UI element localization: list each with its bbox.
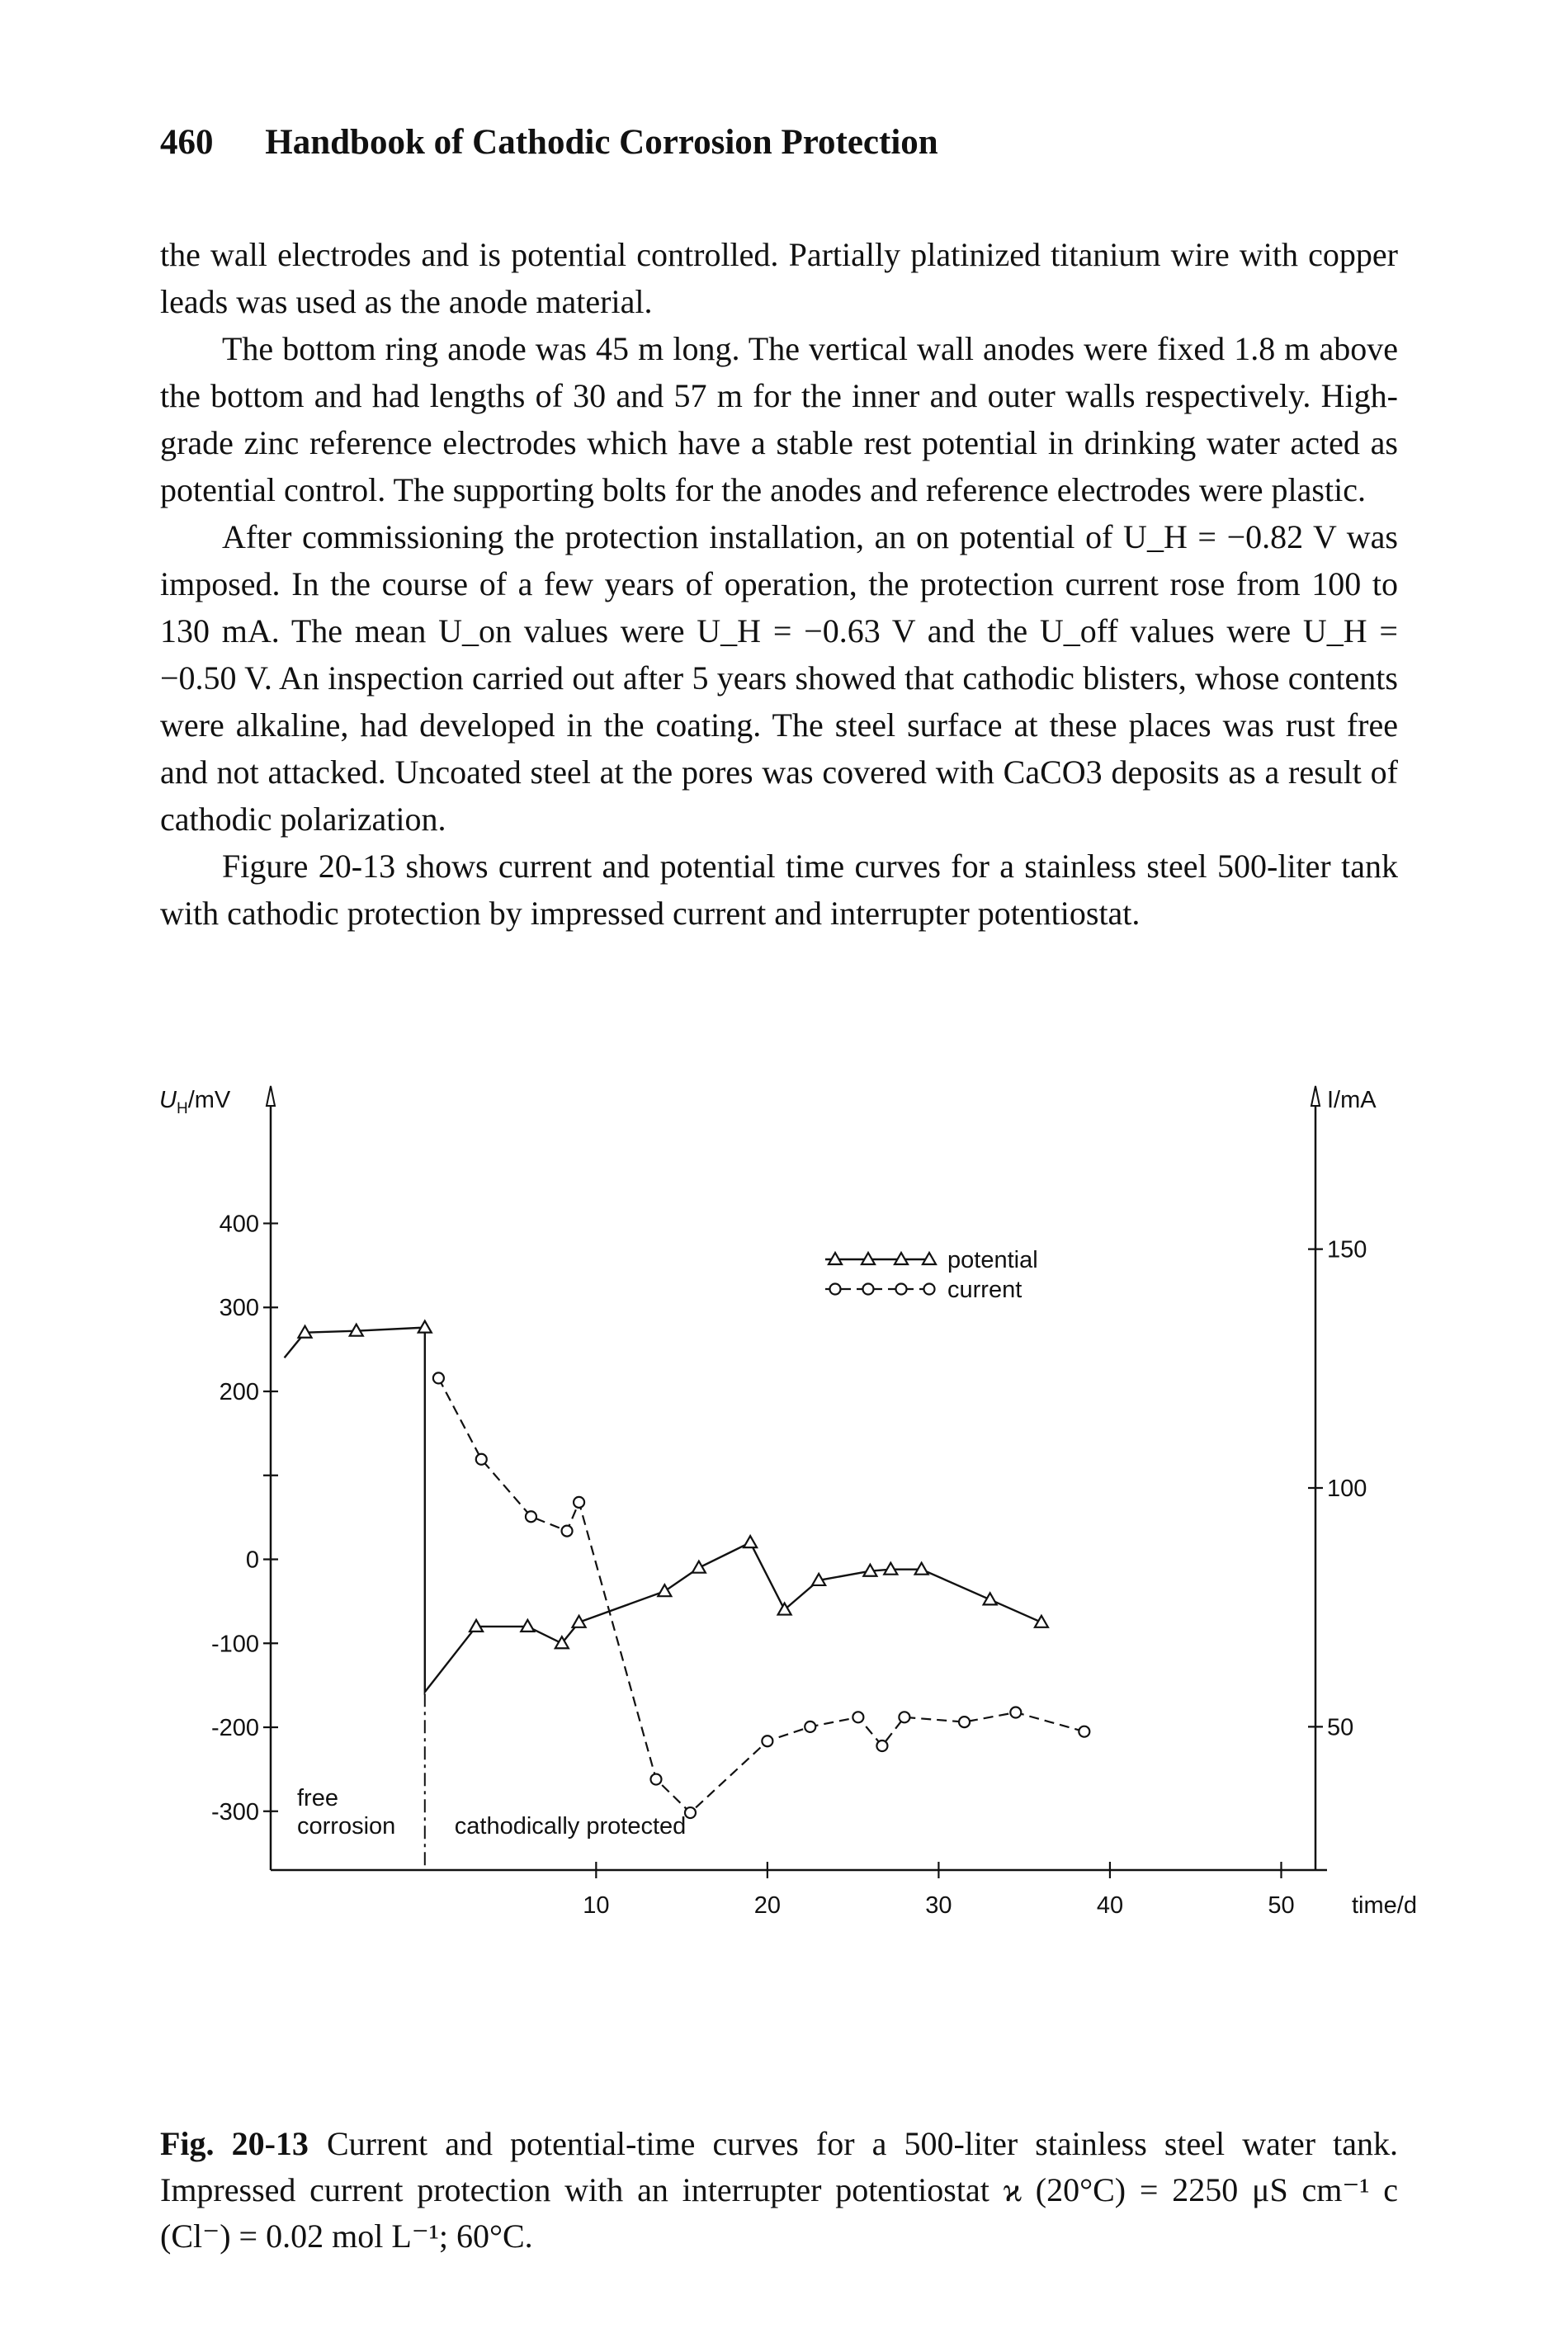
left-tick-label: 0 — [246, 1547, 259, 1573]
x-axis-title: time/d — [1352, 1892, 1417, 1919]
page-number: 460 — [160, 123, 214, 162]
right-tick-label: 100 — [1327, 1476, 1367, 1502]
region-label-free-2: corrosion — [297, 1813, 395, 1840]
current-marker — [1009, 1706, 1023, 1719]
left-tick-label: -300 — [211, 1799, 259, 1825]
potential-line — [283, 1326, 1042, 1695]
potential-marker — [347, 1322, 365, 1337]
left-tick-label: -200 — [211, 1715, 259, 1741]
potential-marker — [742, 1533, 759, 1549]
current-marker — [876, 1739, 889, 1753]
paragraph-4: Figure 20-13 shows current and potential… — [160, 848, 1398, 932]
right-axis-title: I/mA — [1327, 1087, 1377, 1113]
current-marker — [524, 1510, 538, 1523]
body-text: the wall electrodes and is potential con… — [160, 231, 1398, 937]
potential-marker — [468, 1618, 484, 1633]
left-tick-label: 400 — [220, 1211, 259, 1237]
left-tick-label: 200 — [220, 1379, 259, 1405]
current-line — [437, 1377, 1085, 1815]
x-tick-label: 30 — [925, 1892, 952, 1919]
right-tick-label: 150 — [1327, 1237, 1367, 1263]
potential-marker — [882, 1561, 900, 1575]
paragraph-1: the wall electrodes and is potential con… — [160, 236, 1398, 320]
paragraph-2: The bottom ring anode was 45 m long. The… — [160, 330, 1398, 508]
legend-potential-label: potential — [947, 1247, 1038, 1273]
current-marker — [761, 1735, 774, 1748]
current-marker — [649, 1773, 663, 1786]
current-marker — [957, 1715, 971, 1729]
running-header: 460 Handbook of Cathodic Corrosion Prote… — [160, 122, 938, 163]
region-label-protected: cathodically protected — [455, 1813, 687, 1840]
paragraph-3: After commissioning the protection insta… — [160, 518, 1398, 838]
potential-marker — [776, 1601, 793, 1616]
x-tick-label: 10 — [583, 1892, 609, 1919]
potential-marker — [296, 1324, 314, 1339]
current-marker — [475, 1452, 488, 1466]
legend-current-marker — [895, 1282, 908, 1296]
caption-label: Fig. 20-13 — [160, 2125, 309, 2162]
potential-marker — [913, 1561, 930, 1575]
current-marker — [572, 1495, 586, 1509]
legend-current-marker — [923, 1282, 936, 1296]
left-tick-label: -100 — [211, 1631, 259, 1657]
potential-marker — [416, 1319, 433, 1334]
current-marker — [852, 1711, 865, 1724]
current-marker — [560, 1524, 574, 1537]
legend-potential-marker — [893, 1250, 909, 1266]
potential-marker — [570, 1613, 588, 1628]
chart: UH/mV I/mA time/d 400 300 200 0 -100 -200 -300 150… — [159, 1085, 1417, 1919]
potential-marker — [656, 1582, 673, 1598]
legend-current-label: current — [947, 1277, 1022, 1303]
right-tick-label: 50 — [1327, 1714, 1353, 1740]
current-marker — [898, 1711, 911, 1724]
figure-20-13: UH/mV I/mA time/d 400 300 200 0 -100 -200 -300 150… — [140, 1073, 1461, 2352]
potential-marker — [1033, 1613, 1050, 1628]
legend-potential-marker — [860, 1250, 876, 1266]
legend-potential-marker — [921, 1250, 937, 1266]
current-marker — [432, 1372, 445, 1385]
potential-marker — [690, 1559, 707, 1574]
current-marker — [1078, 1725, 1091, 1738]
potential-marker — [553, 1635, 570, 1650]
legend-potential-marker — [827, 1250, 843, 1266]
x-tick-label: 40 — [1097, 1892, 1123, 1919]
region-label-free: free — [297, 1785, 338, 1811]
x-tick-label: 50 — [1268, 1892, 1294, 1919]
legend-current-marker — [829, 1282, 842, 1296]
legend-current-marker — [862, 1282, 875, 1296]
book-title: Handbook of Cathodic Corrosion Protectio… — [265, 123, 938, 162]
left-axis-title: UH/mV — [159, 1087, 231, 1117]
left-axis-arrow — [265, 1085, 276, 1107]
current-marker — [804, 1720, 817, 1733]
potential-marker — [981, 1591, 999, 1606]
left-tick-label: 300 — [220, 1295, 259, 1321]
caption-text: Current and potential-time curves for a … — [160, 2125, 1398, 2255]
potential-marker — [862, 1562, 879, 1577]
x-tick-label: 20 — [754, 1892, 781, 1919]
potential-marker — [519, 1618, 536, 1633]
current-marker — [683, 1806, 697, 1820]
potential-marker — [810, 1571, 828, 1587]
right-axis-arrow — [1310, 1085, 1321, 1107]
